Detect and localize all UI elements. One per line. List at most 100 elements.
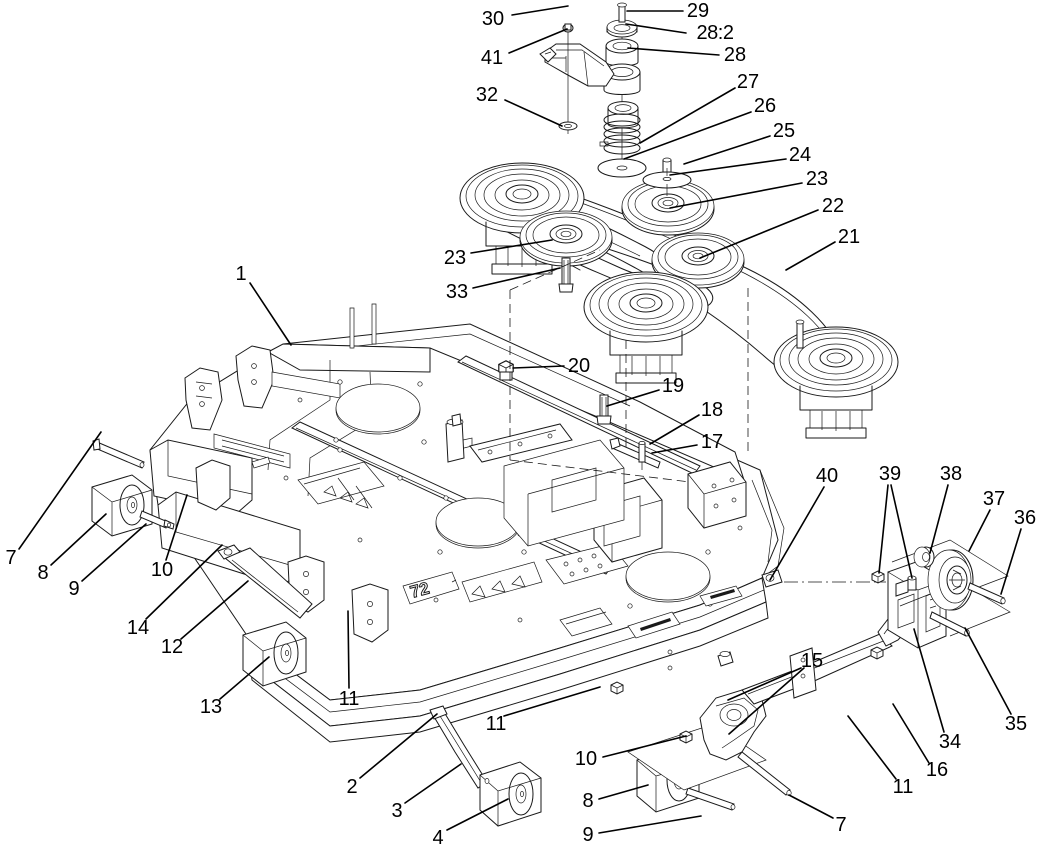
callout-number-21: 21: [837, 226, 861, 248]
callout-number-24: 24: [788, 144, 812, 166]
callout-number-14: 14: [126, 617, 150, 639]
callout-number-8: 8: [37, 562, 49, 584]
callout-number-38: 38: [939, 463, 963, 485]
callout-number-10: 10: [150, 559, 174, 581]
roller-assembly-bottom-center: [429, 705, 542, 827]
callout-number-2: 2: [346, 776, 358, 798]
callout-number-7: 7: [5, 547, 17, 569]
compression-spring: [599, 113, 641, 155]
leader-line-8: [50, 513, 107, 566]
leader-line-23: [669, 182, 803, 209]
callout-number-17: 17: [700, 431, 724, 453]
leader-line-22: [699, 209, 819, 259]
roller-assembly-left-lower: [217, 544, 313, 687]
callout-number-19: 19: [661, 375, 685, 397]
callout-number-29: 29: [686, 0, 710, 22]
leader-line-13: [219, 656, 270, 700]
leader-line-11: [503, 686, 601, 717]
leader-line-7: [18, 431, 102, 550]
leader-line-14: [145, 544, 223, 620]
leader-line-41: [508, 28, 568, 54]
callout-number-35: 35: [1004, 713, 1028, 735]
leader-line-40: [769, 486, 825, 581]
leader-line-28: [627, 47, 720, 56]
leader-line-33: [472, 267, 561, 289]
callout-number-3: 3: [391, 800, 403, 822]
leader-line-30: [511, 5, 569, 16]
leader-line-38: [929, 484, 949, 554]
leader-line-2: [359, 713, 438, 779]
leader-line-11: [347, 610, 350, 689]
callout-number-34: 34: [938, 731, 962, 753]
callout-number-33: 33: [445, 281, 469, 303]
leader-line-9: [81, 523, 147, 582]
leader-line-17: [651, 444, 698, 454]
leader-line-1: [249, 282, 292, 346]
mower-deck-body: 72: [149, 303, 785, 743]
leader-line-25: [683, 135, 771, 165]
callout-number-20: 20: [567, 355, 591, 377]
leader-line-9: [598, 815, 702, 834]
leader-line-15: [728, 667, 805, 735]
leader-line-7: [788, 794, 834, 819]
leader-line-27: [639, 87, 736, 144]
callout-number-22: 22: [821, 195, 845, 217]
callout-number-36: 36: [1013, 507, 1037, 529]
leader-line-10: [602, 735, 687, 758]
hazard-decal: [461, 561, 543, 603]
callout-number-18: 18: [700, 399, 724, 421]
callout-number-11: 11: [485, 713, 507, 735]
leader-line-12: [180, 580, 249, 640]
callout-number-25: 25: [772, 120, 796, 142]
callout-number-41: 41: [480, 47, 504, 69]
leader-line-4: [446, 798, 509, 831]
callout-number-12: 12: [160, 636, 184, 658]
leader-line-39b: [890, 484, 913, 579]
leader-line-23: [470, 239, 553, 254]
leader-line-10: [165, 494, 188, 561]
callout-number-13: 13: [199, 696, 223, 718]
callout-number-15: 15: [800, 650, 824, 672]
caster-wheel-assembly: [761, 539, 1011, 649]
leader-line-19: [606, 389, 660, 407]
belt-drive-system: [459, 157, 899, 483]
callout-number-10: 10: [574, 748, 598, 770]
callout-number-8: 8: [582, 790, 594, 812]
callout-number-9: 9: [582, 824, 594, 846]
leader-line-15b: [727, 667, 802, 701]
callout-number-37: 37: [982, 488, 1006, 510]
callout-number-23: 23: [443, 247, 467, 269]
callout-number-1: 1: [235, 263, 247, 285]
leader-line-20: [512, 365, 565, 369]
callout-number-4: 4: [432, 827, 444, 849]
leader-line-35: [964, 627, 1012, 715]
callout-number-30: 30: [481, 8, 505, 30]
leader-line-37: [968, 509, 991, 552]
anti-scalp-rollers: [91, 438, 767, 827]
callout-number-7: 7: [835, 814, 847, 836]
leader-line-28-2: [625, 23, 687, 34]
leader-line-3: [404, 763, 462, 804]
leader-line-24: [669, 158, 787, 176]
leader-line-18: [649, 414, 700, 445]
leader-line-8: [598, 784, 649, 800]
callout-number-23: 23: [805, 168, 829, 190]
callout-number-11: 11: [892, 776, 914, 798]
callout-number-39: 39: [878, 463, 902, 485]
callout-number-16: 16: [925, 759, 949, 781]
callout-number-26: 26: [753, 95, 777, 117]
callout-number-9: 9: [68, 578, 80, 600]
leader-line-32: [504, 99, 563, 127]
callout-number-27: 27: [736, 71, 760, 93]
idler-arm-tower: [539, 2, 647, 178]
leader-line-16: [892, 703, 930, 764]
leader-line-26: [623, 111, 752, 160]
callout-number-11: 11: [338, 688, 360, 710]
deck-size-decal: 72: [402, 571, 460, 605]
callout-leader-lines: [18, 5, 1022, 834]
leader-line-11: [847, 715, 897, 780]
callout-number-32: 32: [475, 84, 499, 106]
roller-assembly-left-upper: [91, 438, 175, 537]
